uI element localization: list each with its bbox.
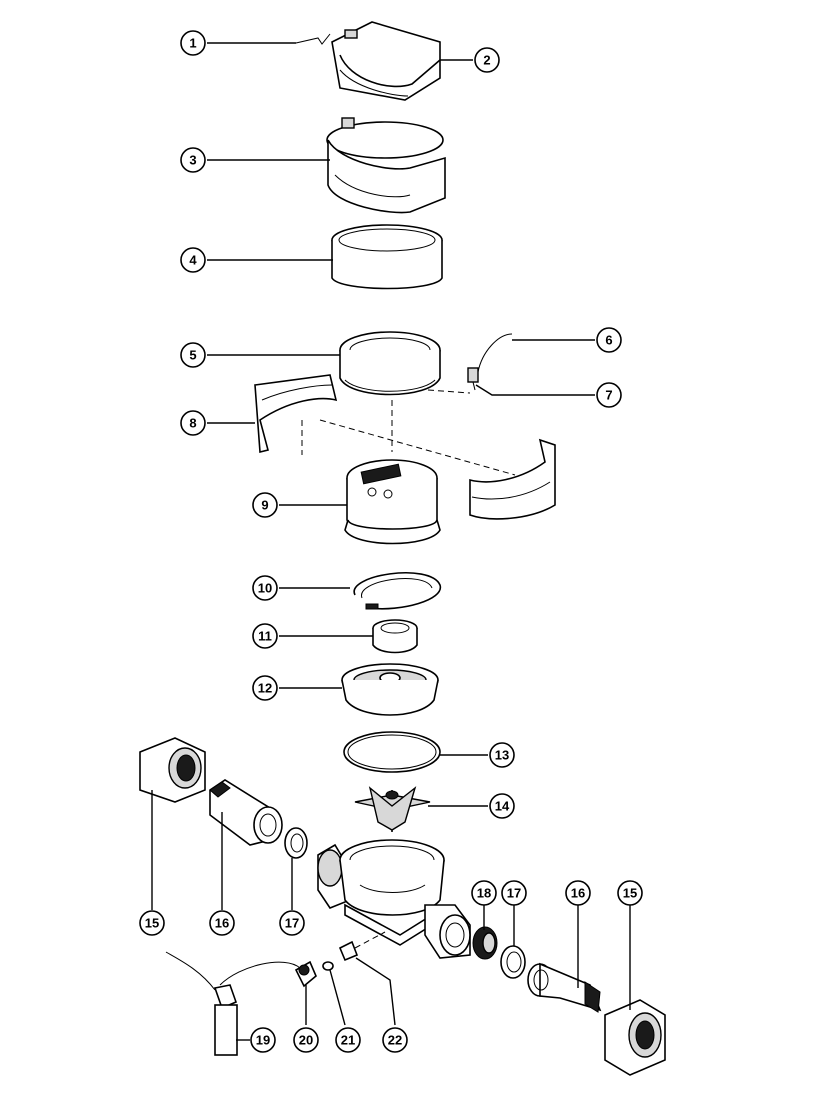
svg-text:7: 7 (605, 388, 612, 403)
svg-text:20: 20 (299, 1033, 313, 1048)
callout-6: 6 (596, 327, 622, 353)
callout-8: 8 (180, 410, 206, 436)
part-15-union-nut-right (604, 999, 666, 1076)
svg-text:18: 18 (477, 886, 491, 901)
svg-text:15: 15 (145, 916, 159, 931)
callout-7: 7 (596, 382, 622, 408)
part-1-seal-wire (295, 33, 331, 45)
part-7-pin (467, 367, 479, 391)
part-8-half-shell-left (254, 374, 338, 454)
callout-9: 9 (252, 492, 278, 518)
part-6-antenna (477, 333, 513, 373)
callout-16-right: 16 (565, 880, 591, 906)
part-13-o-ring (343, 731, 441, 773)
callout-5: 5 (180, 342, 206, 368)
callout-10: 10 (252, 575, 278, 601)
part-19-seal-tag (165, 951, 301, 1056)
svg-text:19: 19 (256, 1033, 270, 1048)
svg-text:3: 3 (189, 153, 196, 168)
callout-19: 19 (250, 1027, 276, 1053)
svg-text:8: 8 (189, 416, 196, 431)
part-5-bezel (339, 331, 441, 396)
callout-14: 14 (489, 793, 515, 819)
meter-body (317, 839, 471, 959)
svg-text:16: 16 (571, 886, 585, 901)
part-18-strainer (472, 926, 498, 960)
part-14-impeller (354, 786, 431, 832)
svg-text:16: 16 (215, 916, 229, 931)
svg-text:14: 14 (495, 799, 510, 814)
svg-text:11: 11 (258, 629, 272, 644)
svg-text:10: 10 (258, 581, 272, 596)
callout-22: 22 (382, 1027, 408, 1053)
part-12-chamber-plate (341, 663, 439, 716)
svg-text:15: 15 (623, 886, 637, 901)
svg-text:17: 17 (507, 886, 521, 901)
callout-17-right: 17 (501, 880, 527, 906)
callout-15-left: 15 (139, 910, 165, 936)
part-10-retaining-ring (353, 572, 441, 610)
svg-text:22: 22 (388, 1033, 402, 1048)
part-4-glass-ring (331, 224, 443, 290)
leader-lines (151, 42, 631, 1041)
svg-text:1: 1 (189, 36, 196, 51)
callout-4: 4 (180, 247, 206, 273)
callout-1: 1 (180, 30, 206, 56)
part-3-lid-ring (326, 117, 446, 214)
part-11-bushing (372, 619, 418, 654)
svg-text:17: 17 (285, 916, 299, 931)
part-9-register (344, 459, 441, 545)
part-20-plug (294, 960, 317, 988)
part-16-tailpiece-left (209, 779, 283, 846)
svg-text:2: 2 (483, 53, 490, 68)
callout-3: 3 (180, 147, 206, 173)
callout-20: 20 (293, 1027, 319, 1053)
callout-21: 21 (335, 1027, 361, 1053)
callout-18: 18 (471, 880, 497, 906)
callout-11: 11 (252, 623, 278, 649)
callout-15-right: 15 (617, 880, 643, 906)
svg-text:12: 12 (258, 681, 272, 696)
callout-2: 2 (474, 47, 500, 73)
part-17-washer-right (500, 945, 526, 979)
svg-text:9: 9 (261, 498, 268, 513)
callout-13: 13 (489, 742, 515, 768)
part-21-gasket (322, 961, 334, 971)
svg-text:5: 5 (189, 348, 196, 363)
part-15-union-nut-left (139, 737, 206, 803)
part-8-half-shell-right (469, 438, 556, 520)
part-2-lid (331, 21, 441, 101)
callout-16-left: 16 (209, 910, 235, 936)
part-16-tailpiece-right (527, 962, 602, 1013)
svg-text:4: 4 (189, 253, 197, 268)
callout-12: 12 (252, 675, 278, 701)
svg-text:21: 21 (341, 1033, 355, 1048)
svg-text:6: 6 (605, 333, 612, 348)
part-17-washer-left (284, 827, 308, 859)
part-22-screw (338, 931, 386, 962)
callout-17-left: 17 (279, 910, 305, 936)
svg-text:13: 13 (495, 748, 509, 763)
